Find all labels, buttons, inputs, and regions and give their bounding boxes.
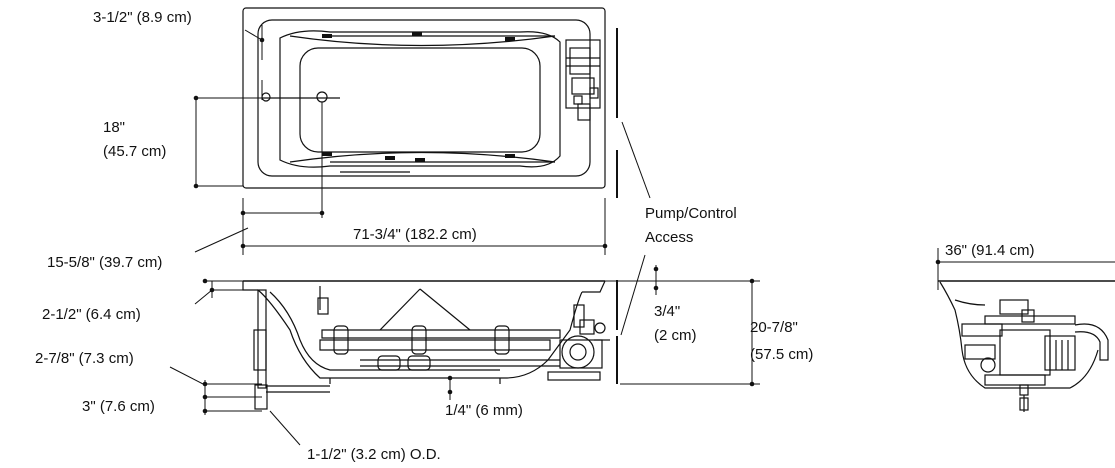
label-drain-height-cm: (45.7 cm) [103,143,167,160]
plan-pump-unit [565,39,601,121]
plan-drain [316,91,328,103]
label-flange-in: 3/4" [654,303,681,320]
end-view [937,248,1115,412]
label-access-line1: Pump/Control [645,205,737,222]
plan-armrest-top [289,35,556,47]
plan-basin-outer [279,30,561,168]
side-rim-left [242,281,258,291]
label-pipe-od: 1-1/2" (3.2 cm) O.D. [307,446,441,463]
label-top-edge-offset: 3-1/2" (8.9 cm) [93,9,192,26]
label-flange-cm: (2 cm) [654,327,697,344]
label-overall-height-cm: (57.5 cm) [750,346,814,363]
label-rim-thickness: 2-1/2" (6.4 cm) [42,306,141,323]
label-drain-depth: 2-7/8" (7.3 cm) [35,350,134,367]
side-rim-right [582,280,606,293]
label-overall-length: 71-3/4" (182.2 cm) [353,226,477,243]
plan-basin-floor [299,47,541,153]
label-drain-from-end: 15-5/8" (39.7 cm) [47,254,163,271]
side-pump-unit [547,304,610,381]
side-view [242,280,618,410]
plan-dimensions [194,25,651,336]
label-outlet-depth: 3" (7.6 cm) [82,398,155,415]
plan-armrest-bottom [289,151,556,163]
plan-view [242,7,618,198]
label-overall-width: 36" (91.4 cm) [945,242,1035,259]
label-access-line2: Access [645,229,694,246]
label-base-clearance: 1/4" (6 mm) [445,402,523,419]
side-basin [257,289,583,379]
side-dimensions [169,265,760,446]
label-overall-height-in: 20-7/8" [750,319,798,336]
label-drain-height-in: 18" [103,119,126,136]
